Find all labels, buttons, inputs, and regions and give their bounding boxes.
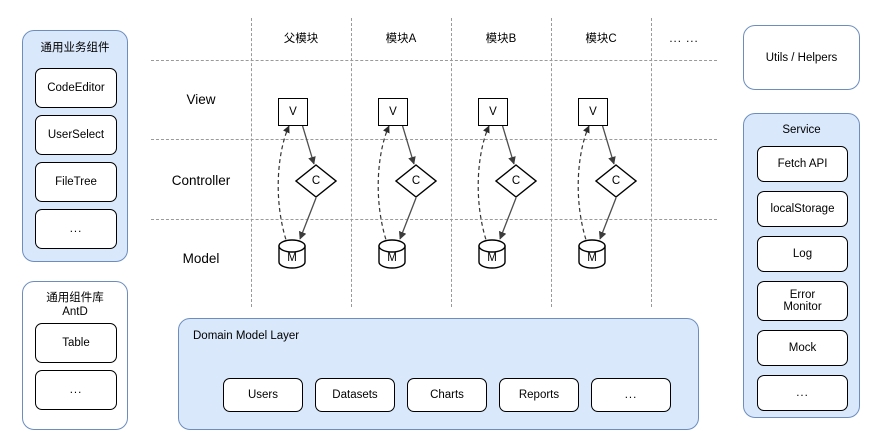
grid-vline-4 <box>651 18 652 307</box>
panel-domain-model-layer: Domain Model Layer Users Datasets Charts… <box>178 318 699 430</box>
node-view[interactable]: V <box>378 98 408 126</box>
node-model[interactable]: M <box>478 239 506 269</box>
node-controller[interactable]: C <box>495 164 537 198</box>
node-controller-label: C <box>311 175 321 187</box>
cylinder-shape <box>478 239 506 269</box>
panel-title-utils-helpers: Utils / Helpers <box>765 52 838 64</box>
mvc-group-parent-module: V C M <box>277 0 398 307</box>
mvc-group-module-b: V C M <box>477 0 598 307</box>
column-header-module-a: 模块A <box>385 33 417 45</box>
mvc-edges <box>377 123 417 247</box>
mvc-edges <box>577 123 617 247</box>
node-view[interactable]: V <box>478 98 508 126</box>
node-model-label: M <box>387 252 397 264</box>
node-model[interactable]: M <box>278 239 306 269</box>
column-header-parent-module: 父模块 <box>283 33 319 45</box>
chip-charts[interactable]: Charts <box>407 378 487 412</box>
diamond-shape <box>295 164 337 198</box>
panel-title-common-component-library: 通用组件库 AntD <box>46 292 104 318</box>
grid-vline-1 <box>351 18 352 307</box>
panel-common-component-library: 通用组件库 AntD Table ... <box>22 281 128 430</box>
mvc-grid: 父模块 模块A 模块B 模块C ... ... View Controller … <box>151 0 717 307</box>
chip-fetch-api[interactable]: Fetch API <box>757 146 848 182</box>
node-controller-label: C <box>411 175 421 187</box>
grid-vline-0 <box>251 18 252 307</box>
node-model-label: M <box>587 252 597 264</box>
cylinder-shape <box>578 239 606 269</box>
node-controller[interactable]: C <box>395 164 437 198</box>
column-header-more: ... ... <box>669 33 699 45</box>
chip-code-editor[interactable]: CodeEditor <box>35 68 117 108</box>
chip-more-domain-models[interactable]: ... <box>591 378 671 412</box>
grid-vline-3 <box>551 18 552 307</box>
domain-model-layer-title: Domain Model Layer <box>193 330 300 342</box>
node-model-label: M <box>287 252 297 264</box>
panel-service: Service Fetch API localStorage Log Error… <box>743 113 860 418</box>
chip-more-services[interactable]: ... <box>757 375 848 411</box>
mvc-group-module-c: V C M <box>577 0 698 307</box>
node-model-label: M <box>487 252 497 264</box>
node-view[interactable]: V <box>578 98 608 126</box>
chip-table[interactable]: Table <box>35 323 117 363</box>
diamond-shape <box>495 164 537 198</box>
node-controller[interactable]: C <box>595 164 637 198</box>
row-label-model: Model <box>182 251 220 266</box>
row-label-controller: Controller <box>171 173 231 188</box>
chip-error-monitor[interactable]: Error Monitor <box>757 281 848 321</box>
chip-datasets[interactable]: Datasets <box>315 378 395 412</box>
grid-hline-header <box>151 60 717 61</box>
panel-title-common-business-components: 通用业务组件 <box>40 42 110 54</box>
panel-title-service: Service <box>782 124 821 136</box>
column-header-module-c: 模块C <box>585 33 617 45</box>
panel-common-business-components: 通用业务组件 CodeEditor UserSelect FileTree ..… <box>22 30 128 262</box>
row-label-view: View <box>186 92 216 107</box>
node-view[interactable]: V <box>278 98 308 126</box>
mvc-group-module-a: V C M <box>377 0 498 307</box>
diamond-shape <box>395 164 437 198</box>
chip-user-select[interactable]: UserSelect <box>35 115 117 155</box>
chip-mock[interactable]: Mock <box>757 330 848 366</box>
diamond-shape <box>595 164 637 198</box>
node-controller-label: C <box>611 175 621 187</box>
cylinder-shape <box>278 239 306 269</box>
grid-hline-controller-model <box>151 219 717 220</box>
column-header-module-b: 模块B <box>485 33 517 45</box>
chip-log[interactable]: Log <box>757 236 848 272</box>
panel-utils-helpers: Utils / Helpers <box>743 25 860 90</box>
chip-reports[interactable]: Reports <box>499 378 579 412</box>
chip-more-business-components[interactable]: ... <box>35 209 117 249</box>
node-controller[interactable]: C <box>295 164 337 198</box>
node-model[interactable]: M <box>578 239 606 269</box>
grid-vline-2 <box>451 18 452 307</box>
mvc-edges <box>477 123 517 247</box>
chip-local-storage[interactable]: localStorage <box>757 191 848 227</box>
mvc-edges <box>277 123 317 247</box>
chip-more-library-components[interactable]: ... <box>35 370 117 410</box>
chip-file-tree[interactable]: FileTree <box>35 162 117 202</box>
node-controller-label: C <box>511 175 521 187</box>
cylinder-shape <box>378 239 406 269</box>
grid-hline-view-controller <box>151 139 717 140</box>
node-model[interactable]: M <box>378 239 406 269</box>
chip-users[interactable]: Users <box>223 378 303 412</box>
